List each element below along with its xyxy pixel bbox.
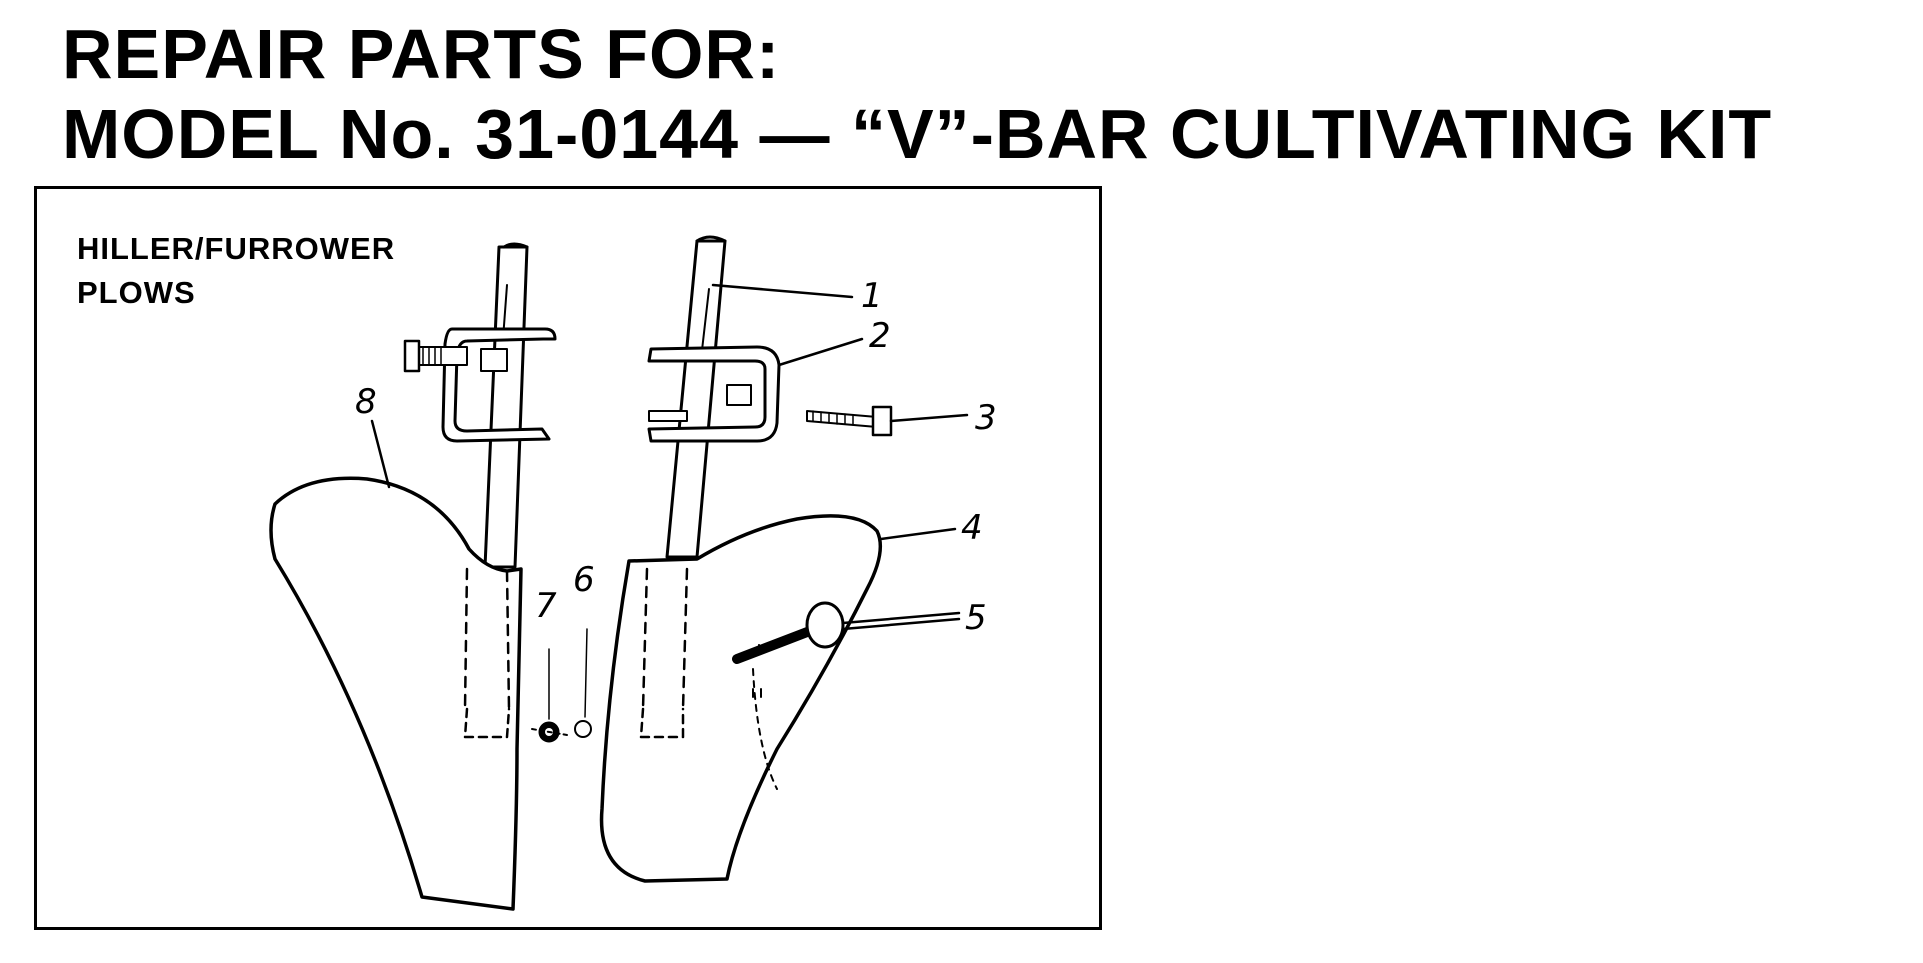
callout-4: 4 — [961, 508, 983, 548]
callout-7: 7 — [535, 586, 557, 626]
title-line-1: REPAIR PARTS FOR: — [62, 15, 781, 93]
right-clamp-bracket — [647, 345, 781, 443]
callout-2: 2 — [869, 316, 891, 356]
nut-and-washer — [531, 628, 592, 743]
right-plow-body — [599, 514, 883, 883]
caption-line-2: PLOWS — [77, 275, 196, 310]
parts-diagram-frame: HILLER/FURROWER PLOWS — [34, 186, 1102, 930]
parts-exploded-drawing: 1 2 3 4 5 6 7 8 — [269, 235, 997, 911]
callout-1: 1 — [861, 276, 883, 316]
callout-3: 3 — [975, 398, 997, 438]
callout-8: 8 — [355, 382, 377, 422]
title-line-2: MODEL No. 31-0144 — “V”-BAR CULTIVATING … — [62, 95, 1773, 173]
figure-caption: HILLER/FURROWER PLOWS — [77, 227, 395, 315]
left-shank-bar — [483, 242, 529, 569]
left-clamp-bracket — [403, 327, 557, 443]
callout-5: 5 — [965, 598, 987, 638]
bolt — [806, 405, 893, 437]
caption-line-1: HILLER/FURROWER — [77, 231, 396, 266]
carriage-bolt — [732, 601, 845, 664]
document-title: REPAIR PARTS FOR: MODEL No. 31-0144 — “V… — [62, 14, 1912, 174]
leader-lines — [370, 283, 969, 631]
callout-6: 6 — [573, 560, 595, 600]
left-plow-body — [269, 476, 523, 911]
